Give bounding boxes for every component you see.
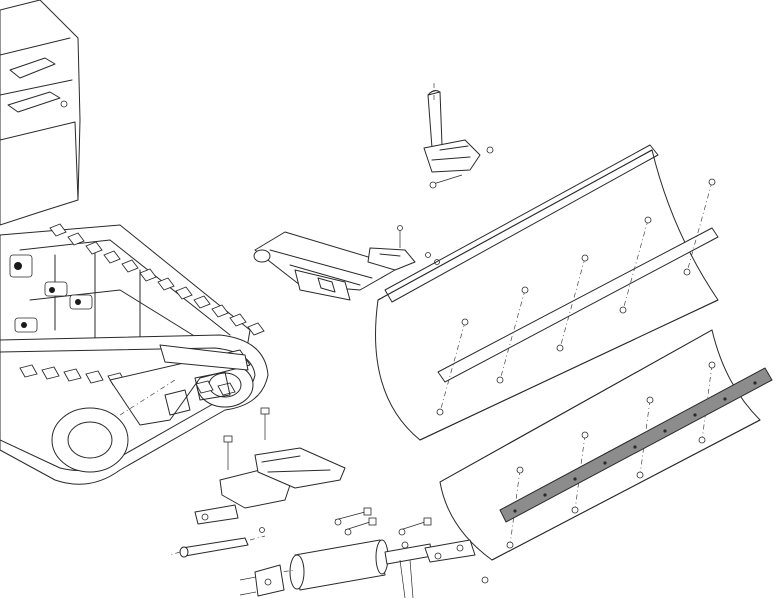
track-lug xyxy=(195,380,214,394)
edge-hole xyxy=(723,397,727,401)
bolt-leader xyxy=(439,321,466,413)
cutting-edge-strip xyxy=(499,367,773,523)
bolt-leader xyxy=(499,289,526,381)
bolt-head xyxy=(521,286,529,294)
track-lug xyxy=(139,268,157,282)
nut xyxy=(556,344,564,352)
hitch-bracket xyxy=(169,407,346,558)
edge-hole xyxy=(573,477,577,481)
track-lug xyxy=(211,304,229,318)
nut xyxy=(506,541,514,549)
nut xyxy=(683,268,691,276)
edge-hole xyxy=(603,461,607,465)
edge-hole xyxy=(513,509,517,513)
bolt-head xyxy=(708,178,716,186)
track-lug xyxy=(67,232,85,246)
bolt-leader xyxy=(686,181,713,273)
bolt-leader xyxy=(559,257,586,349)
nut xyxy=(619,306,627,314)
bolt-head xyxy=(708,361,716,369)
track-lug xyxy=(85,370,104,384)
hydraulic-cylinder xyxy=(239,507,489,599)
bolt-head xyxy=(646,396,654,404)
edge-hole xyxy=(753,381,757,385)
nut xyxy=(496,376,504,384)
track-lug xyxy=(41,366,60,380)
edge-hole xyxy=(633,445,637,449)
track-lug xyxy=(157,277,175,291)
track-lug xyxy=(229,313,247,327)
track-lug xyxy=(19,364,38,378)
bolt-head xyxy=(516,466,524,474)
support-bracket xyxy=(423,80,494,189)
edge-hole xyxy=(543,493,547,497)
bolt-head xyxy=(581,431,589,439)
track-lug xyxy=(85,241,103,255)
edge-hole xyxy=(663,429,667,433)
track-lug xyxy=(121,259,139,273)
edge-hole xyxy=(693,413,697,417)
tracked-carrier xyxy=(0,0,269,485)
plow-blade-upper xyxy=(375,144,719,441)
track-lug xyxy=(63,368,82,382)
nut xyxy=(571,506,579,514)
track-lug xyxy=(49,223,67,237)
bolt-head xyxy=(581,254,589,262)
track-lug xyxy=(247,322,265,336)
bolt-head xyxy=(461,318,469,326)
track-lug xyxy=(217,382,236,396)
nut xyxy=(636,471,644,479)
bolt-leader xyxy=(622,219,649,311)
nut xyxy=(698,436,706,444)
track-lug xyxy=(193,295,211,309)
track-lug xyxy=(103,250,121,264)
mounting-frame xyxy=(253,225,440,301)
bolt-head xyxy=(644,216,652,224)
track-lug xyxy=(175,286,193,300)
nut xyxy=(436,408,444,416)
